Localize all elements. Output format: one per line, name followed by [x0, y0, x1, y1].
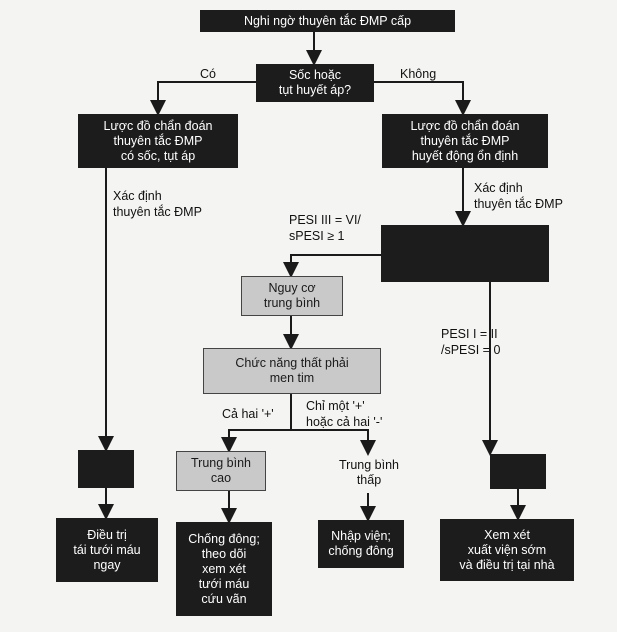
- rv-function-node: Chức năng thất phải men tim: [203, 348, 381, 394]
- intermediate-risk-node: Nguy cơ trung bình: [241, 276, 343, 316]
- admission-text: Nhập viện; chống đông: [328, 529, 394, 558]
- edge-label-confirm-right: Xác định thuyên tắc ĐMP: [474, 181, 563, 211]
- arrow-both-pos: [221, 429, 291, 453]
- edge-label-pesi-high: PESI III = VI/ sPESI ≥ 1: [289, 213, 361, 243]
- discharge-node: Xem xét xuất viện sớm và điều trị tại nh…: [440, 519, 574, 581]
- reperfusion-text: Điều trị tái tưới máu ngay: [73, 527, 141, 572]
- edge-label-one-positive: Chỉ một '+' hoặc cả hai '-': [306, 399, 383, 429]
- arrow-shock-yes: [150, 81, 256, 116]
- arrow-pesi-high: [283, 254, 381, 278]
- left-pathway-node: Lược đồ chẩn đoán thuyên tắc ĐMP có sốc,…: [78, 114, 238, 168]
- right-blank-low-node: [490, 454, 546, 489]
- anticoagulation-node: Chống đông; theo dõi xem xét tưới máu cứ…: [176, 522, 272, 616]
- start-node: Nghi ngờ thuyên tắc ĐMP cấp: [200, 10, 455, 32]
- edge-label-confirm-left: Xác định thuyên tắc ĐMP: [113, 189, 202, 219]
- reperfusion-node: Điều trị tái tưới máu ngay: [56, 518, 158, 582]
- intermediate-low-node: Trung bình thấp: [326, 454, 412, 492]
- left-pathway-text: Lược đồ chẩn đoán thuyên tắc ĐMP có sốc,…: [103, 118, 213, 163]
- admission-node: Nhập viện; chống đông: [318, 520, 404, 568]
- arrow-shock-no: [374, 81, 471, 116]
- edge-label-yes: Có: [200, 67, 216, 81]
- edge-label-both-positive: Cả hai '+': [222, 407, 274, 421]
- edge-label-pesi-low: PESI I = II /sPESI = 0: [441, 327, 501, 357]
- start-node-text: Nghi ngờ thuyên tắc ĐMP cấp: [243, 13, 412, 28]
- edge-label-no: Không: [400, 67, 437, 81]
- rv-function-text: Chức năng thất phải men tim: [235, 356, 349, 385]
- anticoagulation-text: Chống đông; theo dõi xem xét tưới máu cứ…: [188, 531, 260, 606]
- discharge-text: Xem xét xuất viện sớm và điều trị tại nh…: [459, 527, 555, 572]
- left-blank-node: [78, 450, 134, 488]
- right-pathway-text: Lược đồ chẩn đoán thuyên tắc ĐMP huyết đ…: [410, 118, 520, 163]
- shock-decision-text: Sốc hoặc tụt huyết áp?: [278, 68, 352, 97]
- right-blank-node: [381, 225, 549, 282]
- right-pathway-node: Lược đồ chẩn đoán thuyên tắc ĐMP huyết đ…: [382, 114, 548, 168]
- intermediate-high-text: Trung bình cao: [191, 456, 251, 485]
- intermediate-low-text: Trung bình thấp: [339, 458, 399, 487]
- arrow-one-pos: [291, 429, 376, 456]
- intermediate-risk-text: Nguy cơ trung bình: [263, 281, 321, 310]
- shock-decision-node: Sốc hoặc tụt huyết áp?: [256, 64, 374, 102]
- intermediate-high-node: Trung bình cao: [176, 451, 266, 491]
